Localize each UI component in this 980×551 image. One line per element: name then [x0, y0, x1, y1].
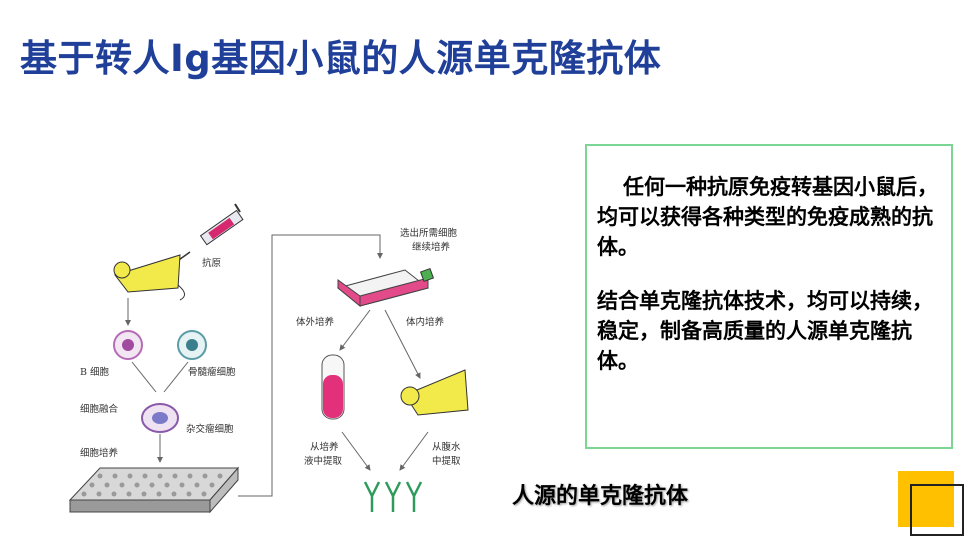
b-cell-icon: [113, 330, 143, 360]
decorative-square: [898, 471, 954, 527]
culture-plate-icon: [68, 466, 240, 514]
test-tube-icon: [321, 354, 345, 420]
description-box: 任何一种抗原免疫转基因小鼠后，均可以获得各种类型的免疫成熟的抗体。 结合单克隆抗…: [585, 144, 953, 449]
culture-flask-icon: [336, 267, 435, 308]
mouse-icon: [113, 254, 185, 301]
select-cells-label-1: 选出所需细胞: [400, 227, 458, 239]
decorative-square-outline: [910, 484, 964, 536]
extract-ascites-label-2: 中提取: [432, 455, 461, 467]
page-title: 基于转人Ig基因小鼠的人源单克隆抗体: [20, 37, 662, 80]
antibody-production-diagram: 抗原 B 细胞 骨髓瘤细胞 细胞融合 杂交瘤细胞 细胞培养: [60, 200, 500, 530]
myeloma-label: 骨髓瘤细胞: [188, 366, 236, 378]
extract-ascites-label-1: 从腹水: [432, 441, 461, 453]
extract-culture-label-2: 液中提取: [304, 455, 343, 467]
hybridoma-cell-icon: [141, 403, 179, 433]
antigen-label: 抗原: [202, 257, 221, 269]
in-vivo-label: 体内培养: [406, 316, 445, 328]
mouse-icon-2: [400, 369, 469, 416]
antibody-icon: [363, 481, 423, 512]
select-cells-label-2: 继续培养: [412, 241, 451, 253]
myeloma-cell-icon: [177, 330, 207, 360]
fusion-label: 细胞融合: [80, 403, 119, 415]
diagram-caption: 人源的单克隆抗体: [512, 484, 689, 509]
hybridoma-label: 杂交瘤细胞: [186, 423, 234, 435]
syringe-icon: [175, 203, 244, 263]
description-paragraph-1: 任何一种抗原免疫转基因小鼠后，均可以获得各种类型的免疫成熟的抗体。: [597, 175, 938, 259]
cell-culture-label: 细胞培养: [80, 447, 119, 459]
description-paragraph-2: 结合单克隆抗体技术，均可以持续，稳定，制备高质量的人源单克隆抗体。: [597, 289, 933, 373]
extract-culture-label-1: 从培养: [310, 441, 339, 453]
b-cell-label: B 细胞: [80, 366, 110, 378]
in-vitro-label: 体外培养: [296, 316, 335, 328]
